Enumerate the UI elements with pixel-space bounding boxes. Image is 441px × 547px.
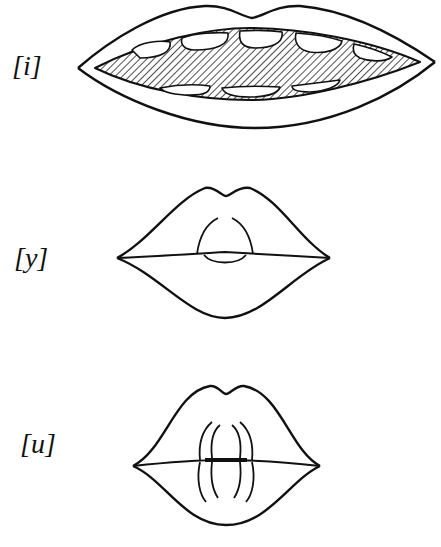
protruded-lips (133, 386, 320, 525)
sound-label: [y] (14, 244, 48, 272)
sound-label: [u] (20, 430, 56, 458)
sound-label: [i] (12, 52, 42, 80)
rounded-lips (117, 188, 330, 318)
spread-lips (78, 6, 435, 128)
